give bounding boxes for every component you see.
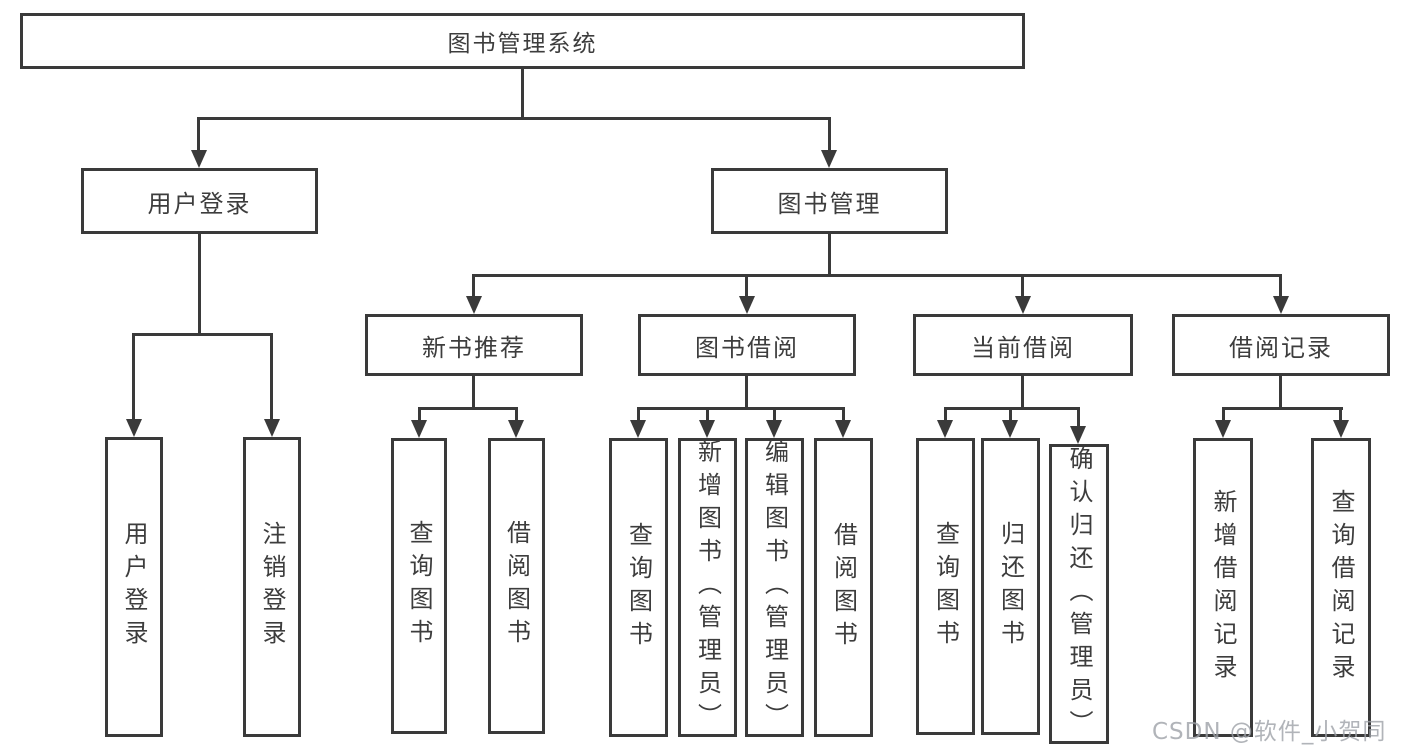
connector-segment	[472, 376, 475, 407]
arrow-down-icon	[766, 420, 782, 438]
connector-segment	[472, 274, 1282, 277]
connector-segment	[745, 274, 748, 296]
connector-segment	[1009, 407, 1012, 420]
arrow-down-icon	[630, 420, 646, 438]
node-edit-books-admin: 编辑图书（管理员）	[745, 438, 804, 737]
node-new-book-recommendation: 新书推荐	[365, 314, 583, 376]
arrow-down-icon	[1333, 420, 1349, 438]
node-label: 新书推荐	[422, 333, 526, 362]
node-borrowing-records: 借阅记录	[1172, 314, 1390, 376]
arrow-down-icon	[1070, 426, 1086, 444]
node-label: 归还图书	[996, 520, 1025, 653]
connector-segment	[842, 407, 845, 420]
node-return-books: 归还图书	[981, 438, 1040, 735]
node-label: 用户登录	[120, 521, 148, 653]
node-label: 用户登录	[147, 189, 252, 218]
node-book-management-system: 图书管理系统	[20, 13, 1025, 69]
connector-segment	[521, 69, 524, 117]
arrow-down-icon	[1015, 296, 1031, 314]
node-label: 图书管理	[777, 189, 882, 218]
connector-segment	[1021, 376, 1024, 407]
node-query-books-borrowing: 查询图书	[609, 438, 668, 737]
node-label: 确认归还（管理员）	[1065, 445, 1093, 743]
arrow-down-icon	[1002, 420, 1018, 438]
connector-segment	[1077, 407, 1080, 426]
connector-segment	[198, 117, 831, 120]
connector-segment	[773, 407, 776, 420]
node-label: 查询图书	[931, 520, 960, 653]
node-label: 新增借阅记录	[1209, 488, 1237, 687]
node-query-books-current: 查询图书	[916, 438, 975, 735]
arrow-down-icon	[1273, 296, 1289, 314]
connector-segment	[132, 333, 135, 419]
arrow-down-icon	[1215, 420, 1231, 438]
node-label: 查询图书	[405, 520, 433, 652]
node-label: 图书借阅	[695, 333, 799, 362]
arrow-down-icon	[411, 420, 427, 438]
node-label: 借阅记录	[1229, 333, 1333, 362]
connector-segment	[828, 117, 831, 152]
connector-segment	[1279, 376, 1282, 407]
connector-segment	[828, 234, 831, 274]
connector-segment	[1222, 407, 1225, 420]
connector-segment	[706, 407, 709, 420]
connector-segment	[197, 117, 200, 152]
node-label: 新增图书（管理员）	[693, 439, 722, 736]
arrow-down-icon	[466, 296, 482, 314]
connector-segment	[1339, 407, 1342, 420]
arrow-down-icon	[264, 419, 280, 437]
node-label: 借阅图书	[502, 520, 531, 652]
arrow-down-icon	[699, 420, 715, 438]
node-current-borrowing: 当前借阅	[913, 314, 1133, 376]
arrow-down-icon	[937, 420, 953, 438]
arrow-down-icon	[191, 150, 207, 168]
arrow-down-icon	[739, 296, 755, 314]
node-borrow-books-recommend: 借阅图书	[488, 438, 545, 734]
connector-segment	[944, 407, 1080, 410]
connector-segment	[944, 407, 947, 420]
node-label: 查询图书	[624, 521, 653, 654]
arrow-down-icon	[835, 420, 851, 438]
node-confirm-return-admin: 确认归还（管理员）	[1049, 444, 1109, 744]
connector-segment	[132, 333, 273, 336]
connector-segment	[198, 234, 201, 333]
connector-segment	[1021, 274, 1024, 296]
connector-segment	[637, 407, 640, 420]
node-label: 图书管理系统	[447, 31, 598, 57]
connector-segment	[637, 407, 845, 410]
arrow-down-icon	[821, 150, 837, 168]
connector-segment	[472, 274, 475, 296]
node-book-management-branch: 图书管理	[711, 168, 948, 234]
node-query-books-recommend: 查询图书	[391, 438, 447, 734]
connector-segment	[1279, 274, 1282, 296]
node-logout-login: 注销登录	[243, 437, 301, 737]
node-label: 借阅图书	[829, 521, 858, 654]
arrow-down-icon	[508, 420, 524, 438]
connector-segment	[418, 407, 518, 410]
node-user-login-branch: 用户登录	[81, 168, 318, 234]
connector-segment	[270, 333, 273, 419]
csdn-watermark: CSDN @软件_小贺同学	[1152, 719, 1387, 745]
node-label: 编辑图书（管理员）	[760, 439, 789, 736]
node-borrow-books-borrowing: 借阅图书	[814, 438, 873, 737]
node-add-borrowing-record: 新增借阅记录	[1193, 438, 1253, 737]
node-user-login: 用户登录	[105, 437, 163, 737]
node-query-borrowing-record: 查询借阅记录	[1311, 438, 1371, 737]
node-label: 当前借阅	[971, 333, 1075, 362]
connector-segment	[1222, 407, 1343, 410]
node-add-books-admin: 新增图书（管理员）	[678, 438, 737, 737]
node-label: 注销登录	[258, 521, 286, 653]
connector-segment	[418, 407, 421, 420]
node-label: 查询借阅记录	[1327, 488, 1355, 687]
arrow-down-icon	[126, 419, 142, 437]
connector-segment	[515, 407, 518, 420]
connector-segment	[745, 376, 748, 407]
node-book-borrowing: 图书借阅	[638, 314, 856, 376]
